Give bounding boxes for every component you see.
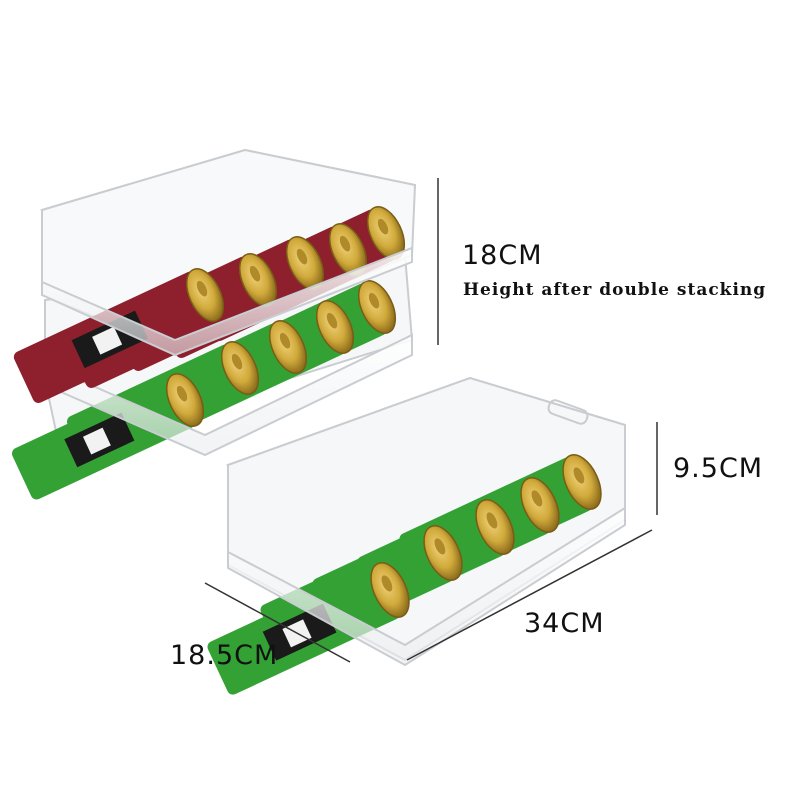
can xyxy=(12,373,205,500)
green-can-row-single xyxy=(207,454,602,695)
length-line xyxy=(406,529,653,661)
width-line xyxy=(204,582,351,663)
green-can-row-lower xyxy=(12,280,397,500)
bin-handle xyxy=(547,399,589,425)
single-height-label: 9.5CM xyxy=(673,453,764,484)
bin-single-front xyxy=(227,506,626,667)
stack-height-label: 18CM xyxy=(462,240,543,271)
stacked-bins xyxy=(12,148,417,500)
stack-height-caption: Height after double stacking xyxy=(463,280,767,300)
single-bin xyxy=(207,376,627,695)
bin-upper-front xyxy=(41,246,413,357)
width-label: 18.5CM xyxy=(170,640,279,671)
length-label: 34CM xyxy=(524,608,605,639)
red-can-row xyxy=(13,206,406,403)
